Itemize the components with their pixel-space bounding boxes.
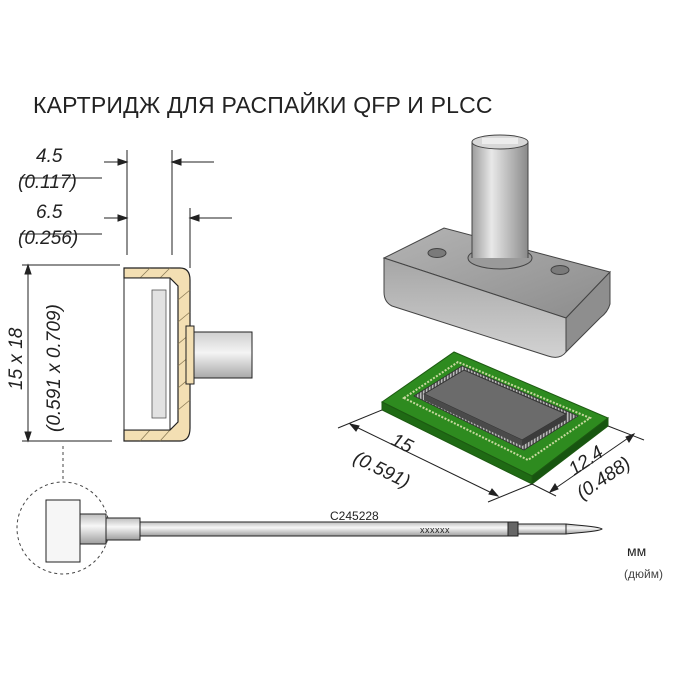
- dimension-inner-depth: [104, 150, 214, 255]
- part-number: C245228: [330, 509, 379, 523]
- unit-primary-label: мм: [627, 543, 646, 559]
- tool-side-view: [45, 499, 603, 563]
- size-mm-label: 15 x 18: [6, 327, 27, 390]
- dimension-width-3d: [337, 409, 533, 503]
- inner-depth-inch-label: (0.117): [18, 172, 77, 193]
- page-title: КАРТРИДЖ ДЛЯ РАСПАЙКИ QFP И PLCC: [33, 92, 493, 118]
- qfp-chip: [413, 365, 579, 451]
- outer-depth-inch-label: (0.256): [18, 228, 78, 249]
- dimension-depth-3d: [531, 425, 645, 497]
- outer-depth-mm-label: 6.5: [36, 202, 63, 223]
- dimension-size: [22, 263, 120, 443]
- cartridge-cross-section: [123, 267, 253, 442]
- size-inch-label: (0.591 x 0.709): [44, 304, 65, 432]
- cartridge-3d: [382, 134, 611, 358]
- unit-secondary-label: (дюйм): [624, 567, 663, 581]
- inner-depth-mm-label: 4.5: [36, 146, 63, 167]
- serial-mark: xxxxxx: [420, 525, 450, 535]
- dimension-outer-depth: [104, 208, 232, 268]
